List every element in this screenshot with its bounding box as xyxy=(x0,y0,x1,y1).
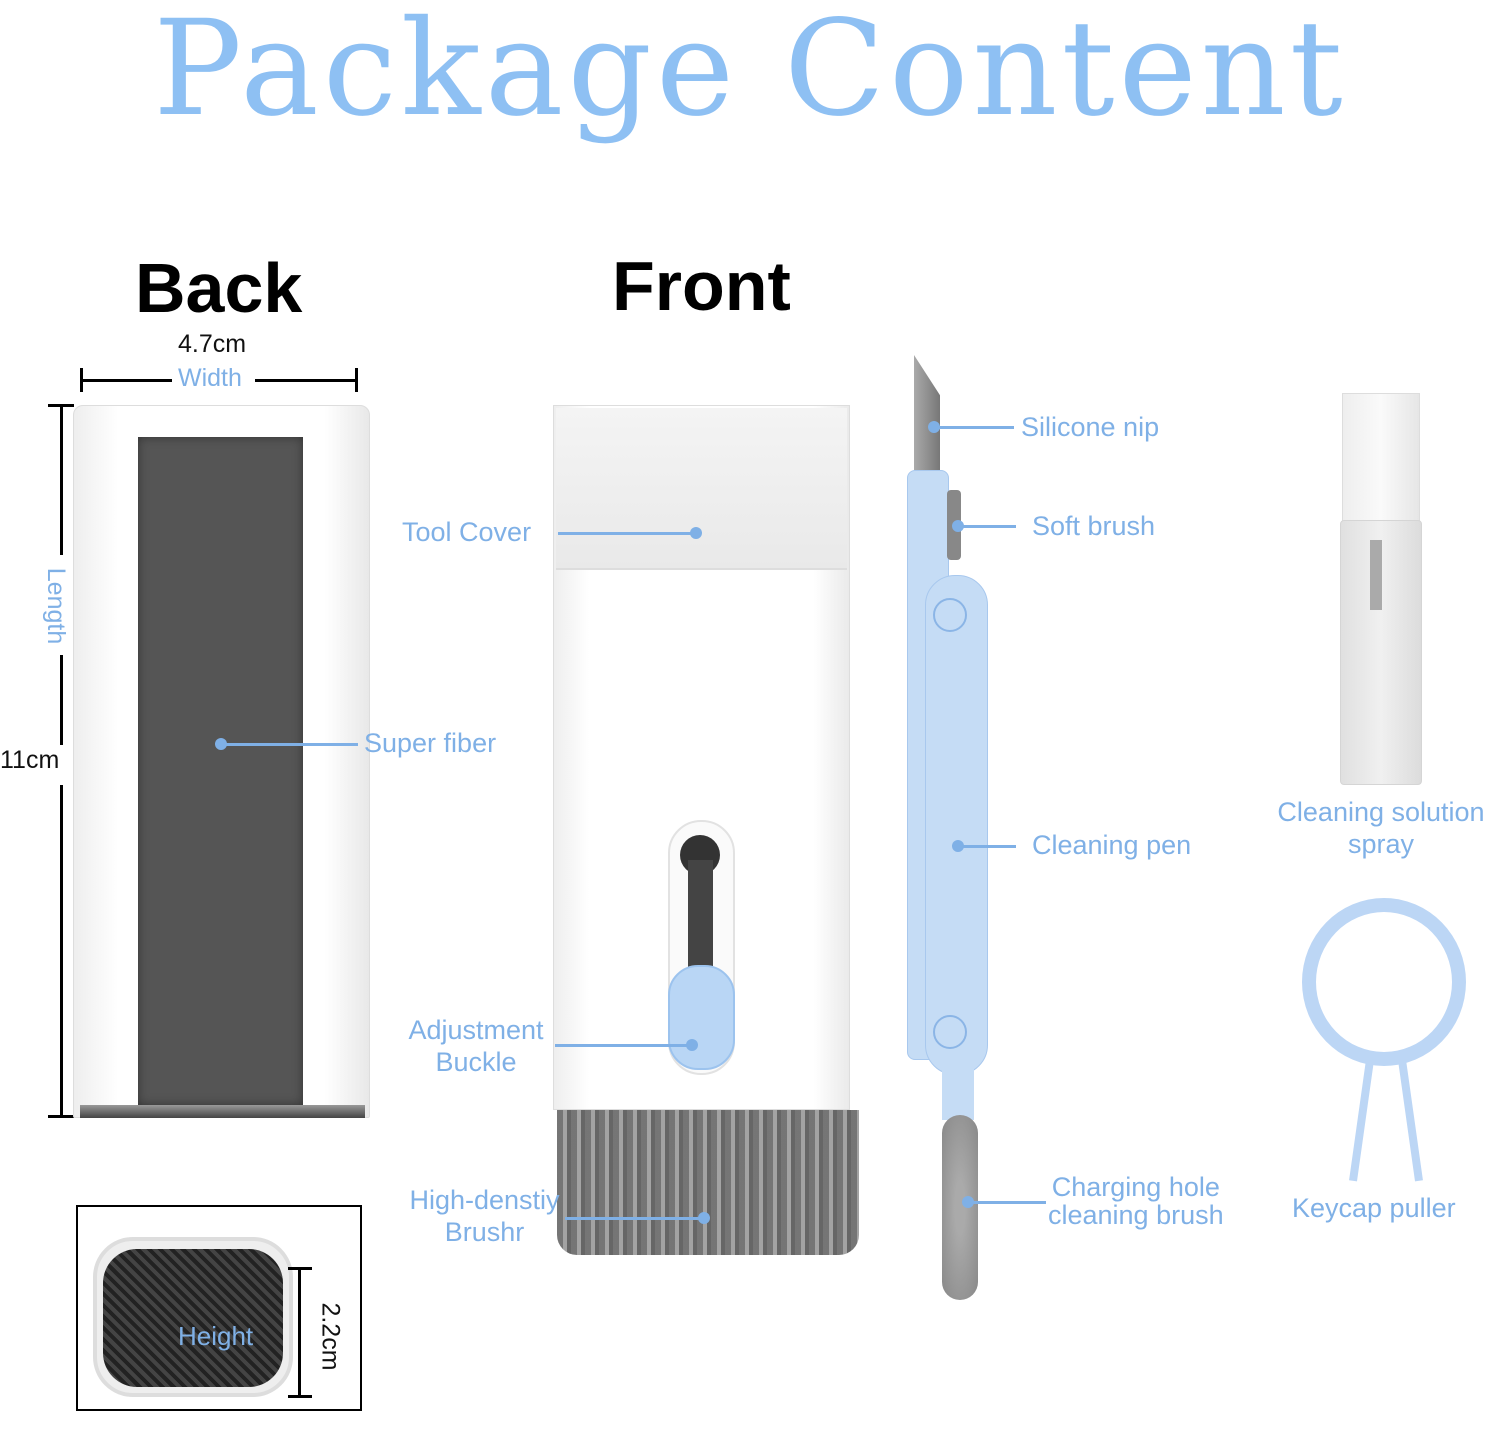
length-line xyxy=(60,785,63,1118)
pen-hinge xyxy=(933,1015,967,1049)
label-line: Buckle xyxy=(435,1047,517,1077)
pen-neck xyxy=(942,1060,974,1120)
height-line xyxy=(298,1267,301,1397)
pointer-line xyxy=(558,532,695,535)
soft-brush-label: Soft brush xyxy=(1032,511,1156,541)
height-tick xyxy=(288,1395,312,1398)
length-tick xyxy=(48,404,74,407)
tool-cover-label: Tool Cover xyxy=(402,517,532,547)
keycap-puller-label: Keycap puller xyxy=(1292,1193,1456,1223)
adjustment-buckle[interactable] xyxy=(668,965,735,1070)
width-line-left xyxy=(80,379,172,382)
keycap-puller-leg xyxy=(1398,1059,1423,1182)
height-tick xyxy=(288,1267,312,1270)
width-tick xyxy=(355,368,358,392)
pointer-line xyxy=(968,1201,1046,1204)
height-inset: Height 2.2cm xyxy=(76,1205,362,1411)
height-label: Height xyxy=(178,1321,254,1351)
silicone-nip-label: Silicone nip xyxy=(1021,412,1160,442)
length-line xyxy=(60,405,63,555)
pointer-dot xyxy=(690,527,702,539)
pointer-line xyxy=(555,1044,690,1047)
cleaning-pen-label: Cleaning pen xyxy=(1032,830,1192,860)
super-fiber-pad xyxy=(138,437,303,1105)
label-line: High-denstiy xyxy=(409,1185,560,1215)
width-label: Width xyxy=(178,364,242,392)
pen-hinge xyxy=(933,598,967,632)
brush-bristles xyxy=(557,1110,859,1255)
keycap-puller-ring xyxy=(1302,898,1466,1066)
length-tick xyxy=(48,1115,74,1118)
spray-cap xyxy=(1342,393,1420,523)
pointer-dot xyxy=(686,1039,698,1051)
spray-tube xyxy=(1370,540,1382,610)
brush-end xyxy=(103,1249,283,1387)
label-line: spray xyxy=(1347,829,1415,859)
pointer-line xyxy=(958,845,1016,848)
label-line: cleaning brush xyxy=(1048,1200,1224,1230)
height-value: 2.2cm xyxy=(316,1302,345,1371)
silicone-nip xyxy=(914,355,940,470)
length-label: Length xyxy=(42,567,71,645)
charging-hole-brush xyxy=(942,1115,978,1300)
pointer-dot xyxy=(698,1212,710,1224)
pointer-line xyxy=(958,525,1016,528)
back-bottom-edge xyxy=(80,1105,365,1118)
length-value: 11cm xyxy=(0,746,60,775)
keycap-puller-leg xyxy=(1349,1059,1374,1182)
pointer-line xyxy=(934,426,1014,429)
pointer-line xyxy=(220,743,358,746)
label-line: Cleaning solution xyxy=(1277,797,1485,827)
label-line: Charging hole xyxy=(1051,1172,1220,1202)
page-title: Package Content xyxy=(153,0,1347,146)
label-line: Brushr xyxy=(444,1217,525,1247)
cleaning-pen-handle xyxy=(925,575,988,1075)
width-tick xyxy=(80,368,83,392)
front-heading: Front xyxy=(612,247,791,325)
back-heading: Back xyxy=(135,249,303,327)
width-line-right xyxy=(255,379,358,382)
pointer-line xyxy=(565,1217,705,1220)
slot-rail xyxy=(688,860,713,980)
tool-cover xyxy=(556,408,847,570)
length-line xyxy=(60,655,63,745)
super-fiber-label: Super fiber xyxy=(364,728,497,758)
width-value: 4.7cm xyxy=(178,330,247,358)
label-line: Adjustment xyxy=(408,1015,544,1045)
